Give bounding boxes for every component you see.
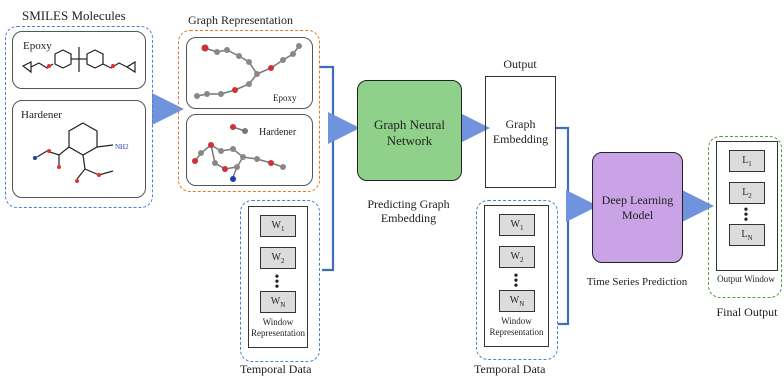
window2-caption-2: Representation	[489, 327, 544, 337]
epoxy-label: Epoxy	[23, 40, 52, 52]
window1-w1: W1	[260, 215, 296, 237]
smiles-title: SMILES Molecules	[22, 8, 126, 23]
window-box-1	[240, 200, 320, 362]
hardener-card: Hardener NH2	[12, 100, 146, 198]
graph-epoxy-label: Epoxy	[273, 93, 297, 103]
smiles-box	[5, 26, 153, 208]
output-title: Output	[503, 57, 537, 71]
window1-wn: WN	[260, 291, 296, 313]
window1-caption-1: Window	[262, 317, 294, 327]
final-l1: L1	[729, 150, 765, 172]
dl-box: Deep Learning Model	[592, 152, 683, 263]
hardener-graph-icon	[192, 124, 286, 182]
graph-hardener-label: Hardener	[259, 127, 297, 138]
window2-caption-1: Window	[501, 316, 532, 326]
nh2-label: NH2	[115, 143, 129, 151]
final-output-title: Final Output	[716, 305, 778, 319]
epoxy-graph-icon	[194, 43, 302, 99]
final-inner: L1 L2 ••• LN	[716, 141, 778, 271]
dl-line1: Deep Learning	[601, 193, 674, 207]
gnn-caption-2: Embedding	[380, 211, 437, 225]
output-line2: Embedding	[492, 132, 549, 146]
window-inner-1: W1 W2 ••• WN Window Representation	[248, 206, 308, 348]
dl-caption: Time Series Prediction	[586, 276, 688, 288]
final-l2: L2	[729, 182, 765, 204]
final-dots: •••	[743, 203, 749, 228]
window2-w1: W1	[499, 214, 535, 236]
hardener-label: Hardener	[21, 109, 62, 121]
window-box-2	[476, 200, 558, 360]
connector-graph-merge	[320, 65, 335, 272]
final-box	[708, 136, 782, 298]
window2-dots: •••	[513, 269, 519, 294]
epoxy-card: Epoxy	[12, 31, 146, 89]
window1-caption-2: Representation	[251, 328, 305, 338]
connector-output-merge	[556, 126, 570, 326]
output-box: Graph Embedding	[485, 76, 556, 188]
graph-rep-title: Graph Representation	[188, 13, 293, 27]
window1-w2: W2	[260, 247, 296, 269]
graph-rep-box	[178, 30, 320, 192]
gnn-box: Graph Neural Network	[357, 80, 462, 181]
window2-wn: WN	[499, 290, 535, 312]
final-caption: Output Window	[717, 274, 775, 284]
window-inner-2: W1 W2 ••• WN Window Representation	[484, 205, 549, 347]
window2-w2: W2	[499, 246, 535, 268]
dl-line2: Model	[621, 208, 654, 222]
graph-epoxy-card: Epoxy	[186, 37, 313, 109]
final-ln: LN	[729, 224, 765, 246]
gnn-caption-1: Predicting Graph	[367, 197, 450, 211]
epoxy-structure-icon	[21, 47, 136, 74]
gnn-line2: Network	[386, 133, 433, 148]
temporal-data-1: Temporal Data	[240, 362, 312, 376]
graph-hardener-card: Hardener	[186, 114, 313, 186]
hardener-structure-icon	[33, 122, 114, 183]
temporal-data-2: Temporal Data	[474, 362, 546, 376]
output-line1: Graph	[505, 117, 536, 131]
window1-dots: •••	[274, 270, 280, 295]
gnn-line1: Graph Neural	[373, 117, 446, 132]
